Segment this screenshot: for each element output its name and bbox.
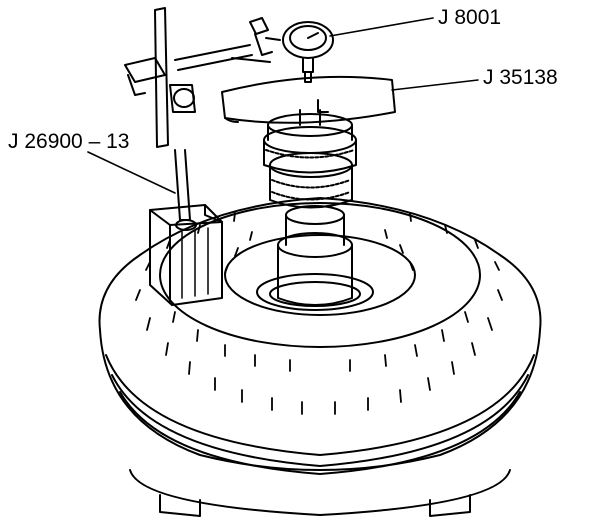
leader-line-j26900: [87, 151, 176, 194]
callout-j26900-13: J 26900 – 13: [8, 130, 130, 153]
stator-shaft: [277, 205, 353, 306]
dial-indicator: [174, 17, 334, 83]
leader-lines: [87, 17, 479, 194]
blade-slots: [135, 212, 503, 415]
spline-gears: [263, 126, 357, 209]
fixture-tool: [221, 75, 396, 141]
magnetic-base: [149, 204, 223, 306]
indicator-post: [124, 7, 196, 221]
callout-j35138: J 35138: [483, 66, 558, 89]
callout-j8001: J 8001: [438, 6, 502, 29]
leader-line-j35138: [391, 79, 479, 91]
leader-line-j8001: [329, 17, 434, 37]
torque-converter: [98, 197, 542, 517]
